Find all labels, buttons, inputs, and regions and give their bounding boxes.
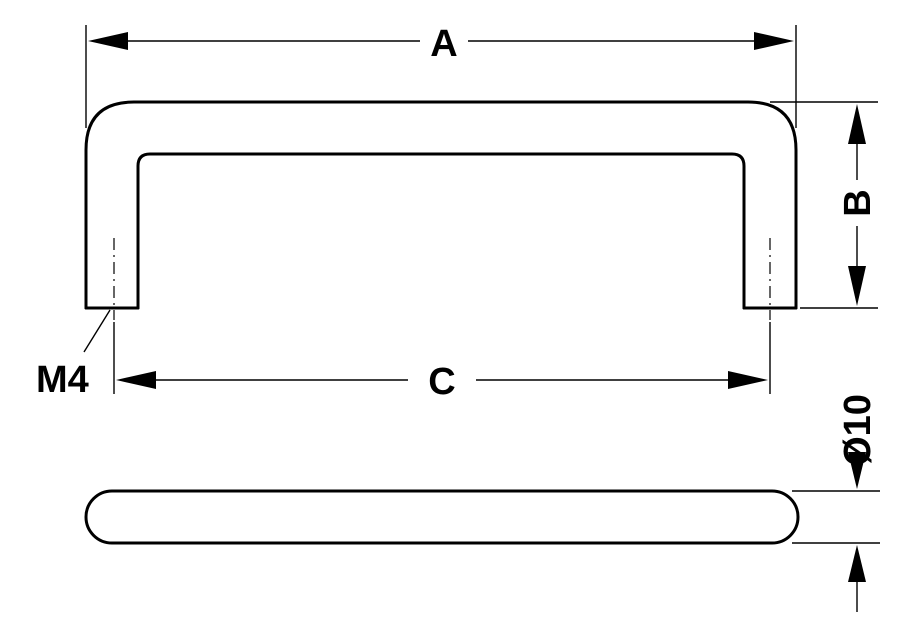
dimension-b: B	[770, 101, 879, 309]
diameter-arrow-bottom	[848, 545, 866, 582]
handle-front-view	[84, 100, 798, 320]
dimension-c-arrow-right	[728, 371, 768, 389]
dimension-a-arrow-left	[88, 32, 128, 50]
thread-leader-line	[83, 309, 111, 353]
dimension-b-arrow-bottom	[848, 266, 866, 306]
dimension-c-arrow-left	[116, 371, 156, 389]
dimension-b-arrow-top	[848, 104, 866, 144]
dimension-diameter: Ø10	[792, 394, 880, 612]
diameter-label: Ø10	[837, 394, 879, 466]
handle-inner-contour	[136, 152, 746, 310]
dimension-c: C	[113, 322, 771, 403]
thread-callout: M4	[36, 309, 111, 401]
dimension-a-label: A	[430, 23, 457, 65]
dimension-b-label: B	[837, 189, 879, 216]
dimension-a: A	[85, 23, 797, 128]
thread-label: M4	[36, 359, 89, 401]
handle-outer-contour	[84, 100, 798, 310]
handle-top-outline	[84, 489, 800, 545]
handle-top-view	[84, 489, 800, 545]
diameter-arrow-top	[848, 452, 866, 489]
dimension-a-arrow-right	[754, 32, 794, 50]
dimension-c-label: C	[428, 361, 455, 403]
